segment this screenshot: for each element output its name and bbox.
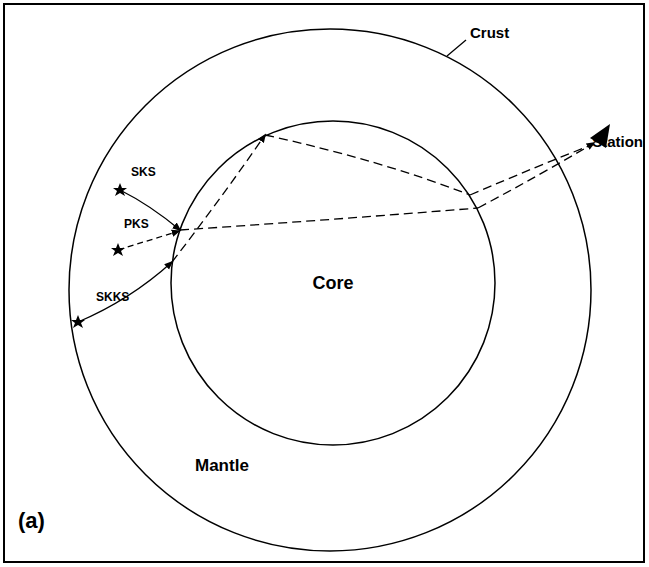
source-star <box>71 315 85 328</box>
sks-mantle-ray <box>478 143 594 208</box>
skks-mantle-ray <box>470 144 594 195</box>
leader-line <box>447 40 466 56</box>
sks-core-ray <box>180 208 478 230</box>
region-label: Core <box>312 273 353 294</box>
phase-label: SKS <box>131 165 156 179</box>
source-star <box>111 243 125 256</box>
earth-circle: Mantle Core <box>68 28 592 552</box>
panel-label: (a) <box>18 508 45 534</box>
source-star <box>113 183 127 196</box>
phase-label: PKS <box>124 217 149 231</box>
pks-ray <box>118 231 179 250</box>
frame <box>4 4 644 562</box>
skks-reflected-ray <box>265 135 470 195</box>
core-circle: Core <box>170 120 496 446</box>
region-label: Mantle <box>195 456 249 476</box>
phase-label: SKKS <box>96 290 129 304</box>
layer-label: Crust <box>470 24 509 41</box>
station-label: Station <box>592 133 643 150</box>
sks-ray <box>120 190 180 230</box>
skks-ray <box>78 262 172 322</box>
skks-core-ray <box>172 135 265 262</box>
